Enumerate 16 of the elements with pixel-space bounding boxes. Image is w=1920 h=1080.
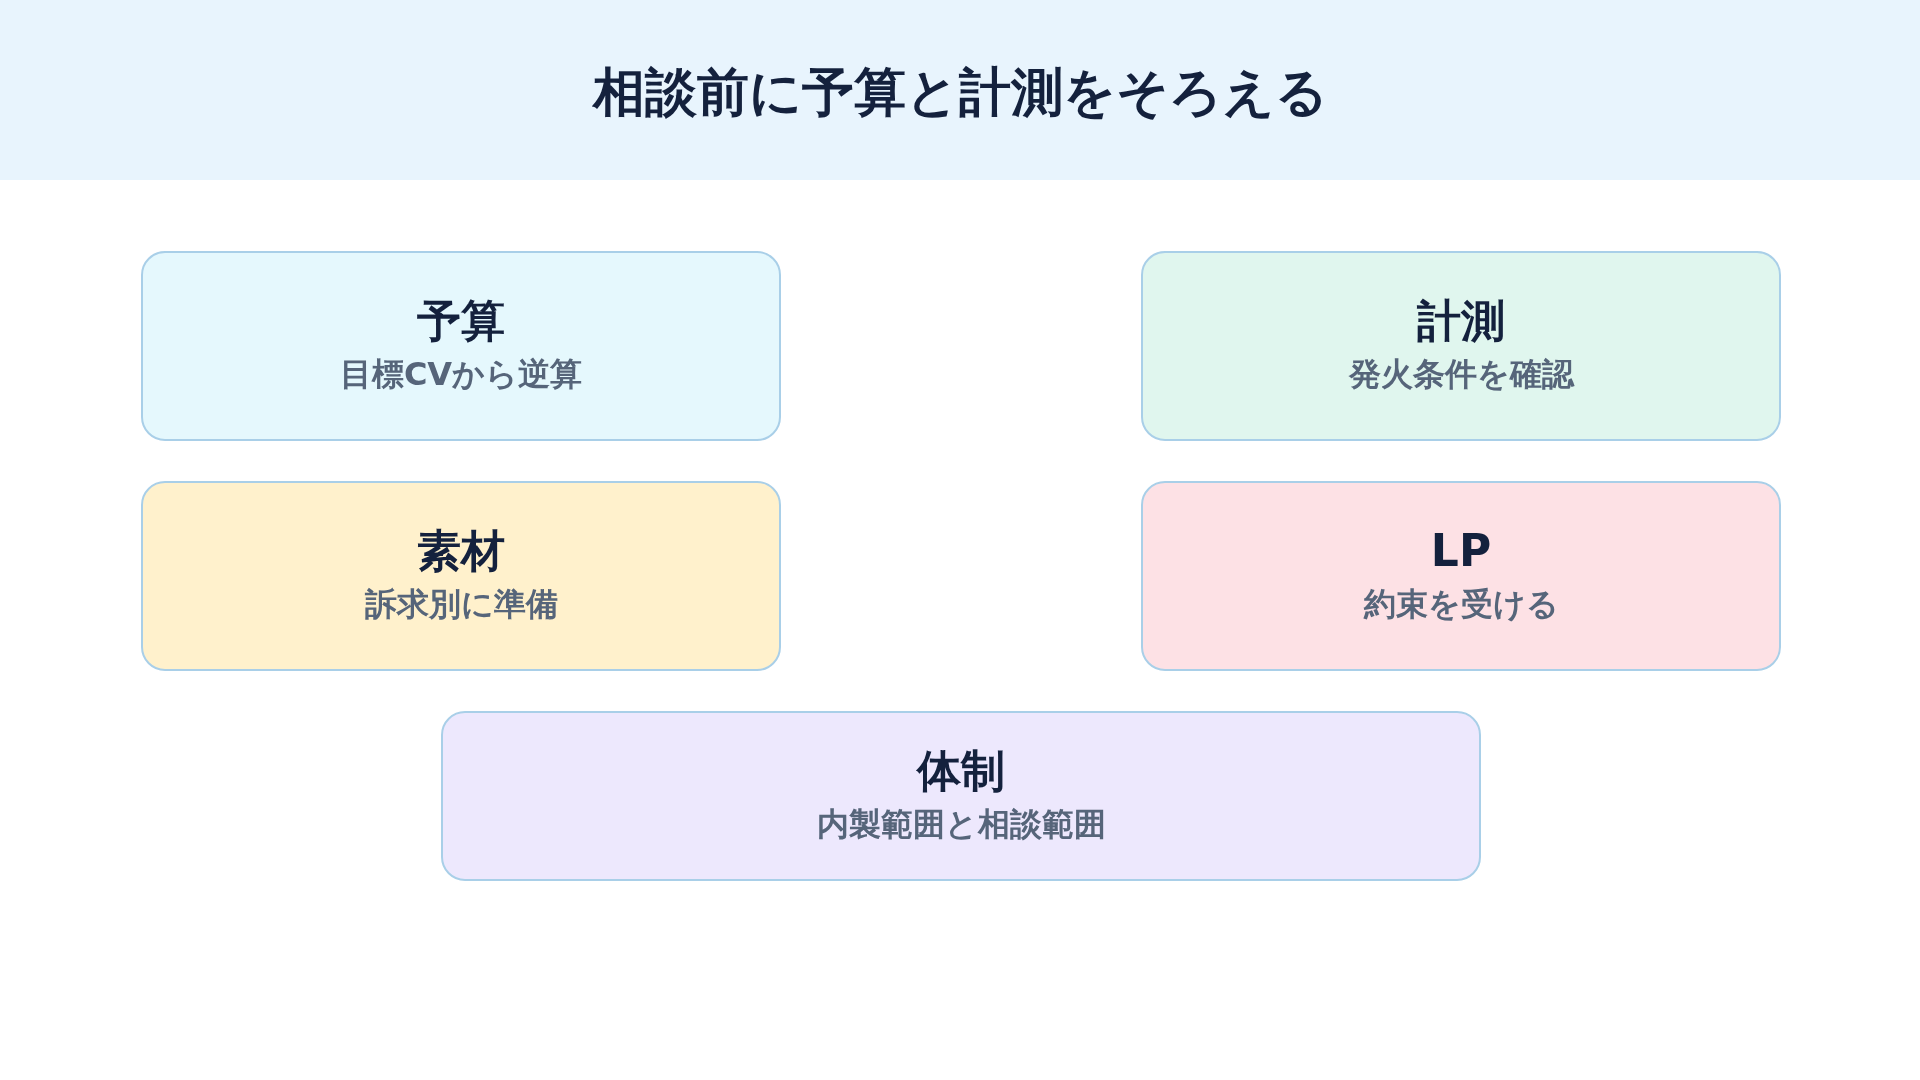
card-description: 内製範囲と相談範囲 <box>816 804 1106 846</box>
card-description: 訴求別に準備 <box>364 584 558 626</box>
category-card <box>1141 251 1781 441</box>
card-description: 目標CVから逆算 <box>339 354 583 396</box>
card-description: 発火条件を確認 <box>1348 354 1574 396</box>
card-heading: 素材 <box>417 524 505 578</box>
category-card <box>441 711 1481 881</box>
card-heading: 体制 <box>917 744 1005 798</box>
title: 相談前に予算と計測をそろえる <box>591 61 1329 124</box>
category-card <box>141 251 781 441</box>
category-card <box>1141 481 1781 671</box>
card-description: 約束を受ける <box>1363 584 1559 626</box>
card-heading: 計測 <box>1417 294 1505 348</box>
category-card <box>141 481 781 671</box>
card-heading: LP <box>1430 524 1492 578</box>
card-heading: 予算 <box>417 294 505 348</box>
